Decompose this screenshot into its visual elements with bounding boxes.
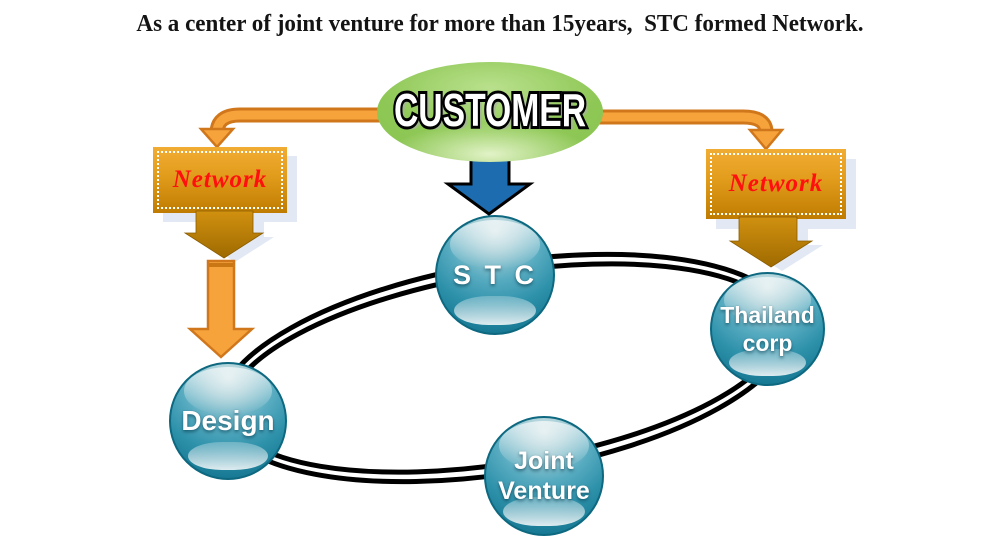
network-right-label: Network (728, 170, 824, 197)
network-left-down-arrow (183, 210, 274, 262)
node-joint-venture: Joint Venture (484, 416, 604, 536)
customer-label-shadow: CUSTOMER (398, 87, 590, 139)
customer-label: CUSTOMER (394, 84, 586, 136)
network-box-right-dotted-border: Network (710, 153, 842, 215)
node-thailand-corp-label: Thailand corp (720, 301, 815, 356)
customer-label-art: CUSTOMER CUSTOMER (391, 81, 590, 139)
customer-elbow-left-arrow (198, 107, 396, 149)
design-down-arrow (186, 259, 256, 359)
page-title: As a center of joint venture for more th… (136, 11, 864, 37)
node-joint-venture-label: Joint Venture (498, 446, 590, 506)
node-stc-label: S T C (452, 259, 537, 290)
customer-stc-arrow (443, 155, 535, 216)
network-box-left: Network (153, 147, 287, 213)
node-design-label: Design (181, 404, 275, 436)
node-stc: S T C (435, 215, 555, 335)
node-thailand-corp: Thailand corp (710, 272, 825, 386)
node-design: Design (169, 362, 287, 480)
customer-elbow-right-arrow (594, 109, 785, 151)
network-right-down-arrow (728, 216, 823, 271)
network-box-left-dotted-border: Network (157, 151, 283, 209)
customer-node: CUSTOMER CUSTOMER (377, 62, 603, 162)
network-left-label: Network (172, 166, 268, 193)
network-box-right: Network (706, 149, 846, 219)
